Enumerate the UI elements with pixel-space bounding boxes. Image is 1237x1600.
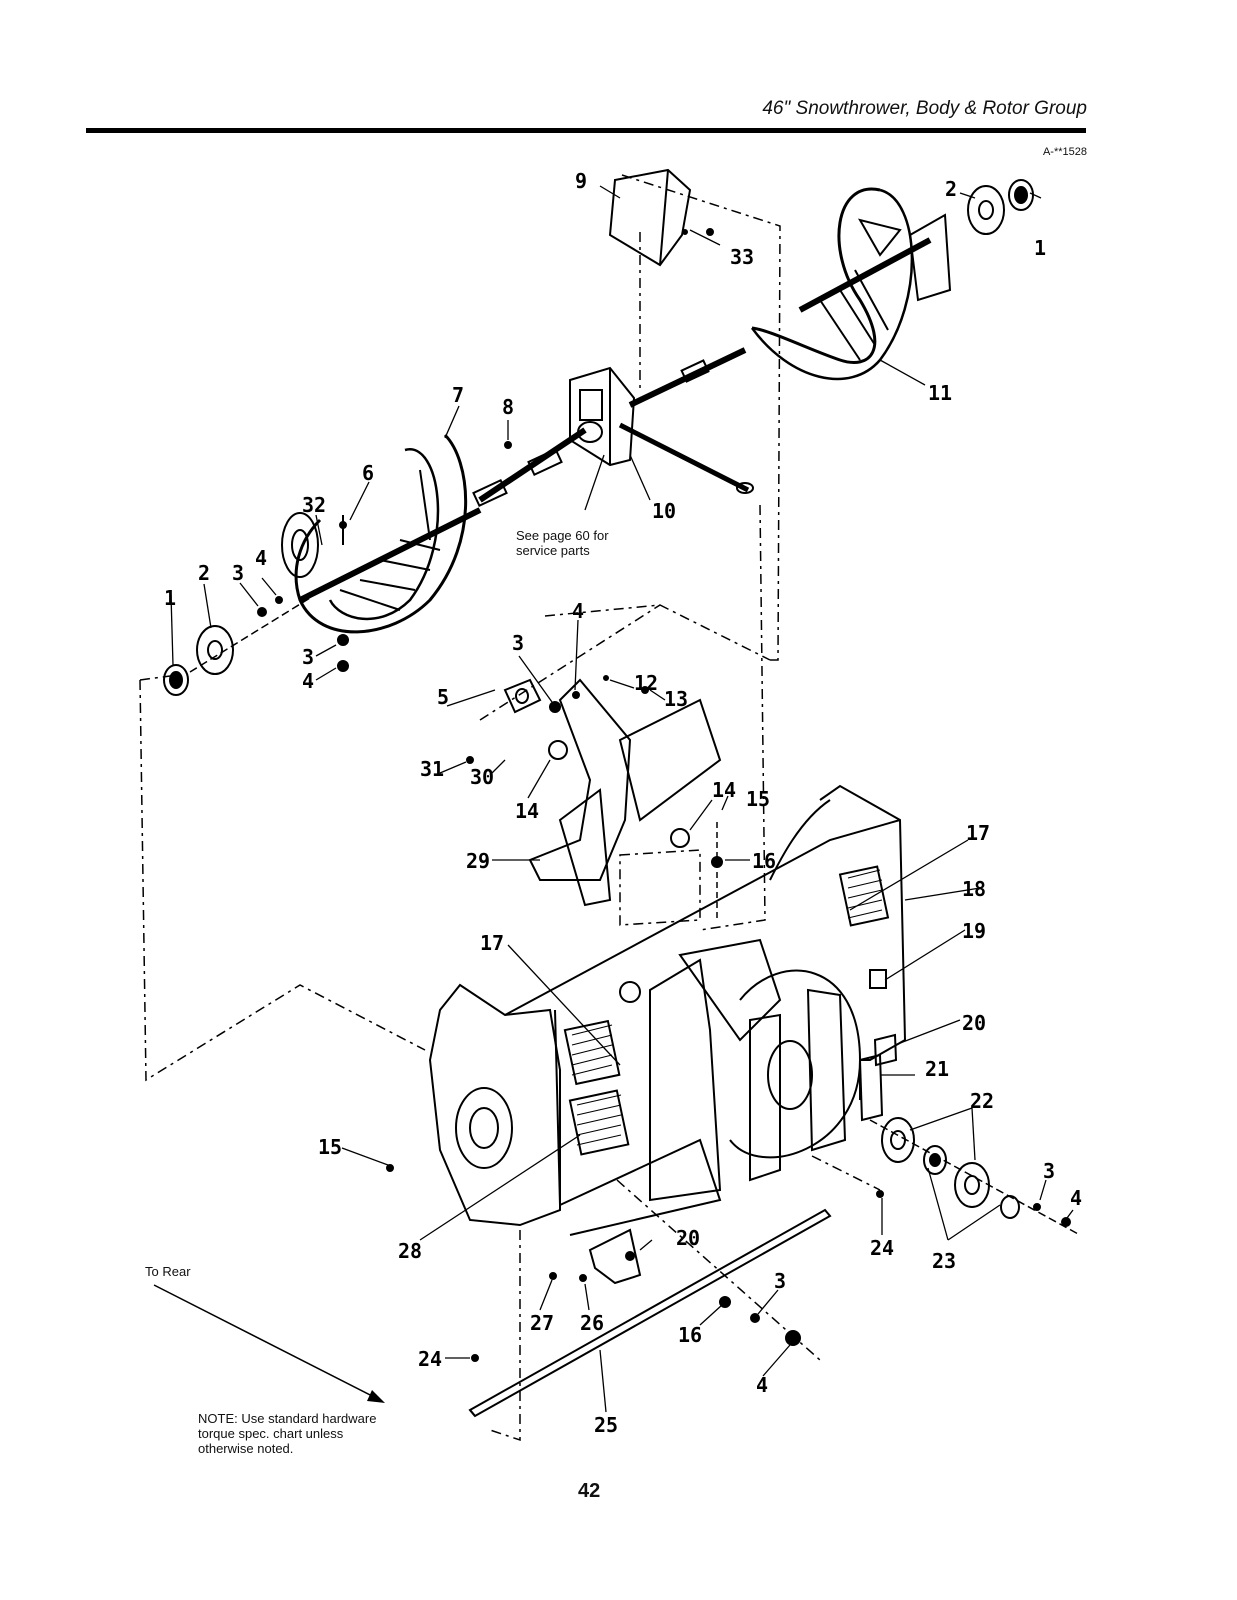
service-parts-note-line-2: service parts bbox=[516, 543, 590, 558]
part-17-decal-left bbox=[563, 1019, 621, 1086]
callout-12: 12 bbox=[634, 671, 658, 695]
callout-19: 19 bbox=[962, 919, 986, 943]
callout-24-right: 24 bbox=[870, 1236, 894, 1260]
callout-14-right: 14 bbox=[712, 778, 736, 802]
part-10-gearbox bbox=[569, 366, 636, 467]
callout-15-lower: 15 bbox=[318, 1135, 342, 1159]
rotor-shaft-left bbox=[472, 427, 587, 508]
part-7-auger-left bbox=[281, 433, 482, 634]
torque-note-line-2: torque spec. chart unless bbox=[198, 1426, 344, 1441]
to-rear-arrow bbox=[153, 1284, 385, 1403]
callout-4-bottom: 4 bbox=[756, 1373, 768, 1397]
callout-4-mid: 4 bbox=[302, 669, 314, 693]
to-rear-label: To Rear bbox=[145, 1264, 191, 1279]
callout-5: 5 bbox=[437, 685, 449, 709]
leader-lines bbox=[170, 185, 1074, 1413]
part-11-auger-right bbox=[750, 187, 952, 381]
part-17-decal-right bbox=[838, 865, 890, 927]
callout-9: 9 bbox=[575, 169, 587, 193]
callout-24-left: 24 bbox=[418, 1347, 442, 1371]
callout-11: 11 bbox=[928, 381, 952, 405]
callout-23: 23 bbox=[932, 1249, 956, 1273]
callout-20-bottom: 20 bbox=[676, 1226, 700, 1250]
callout-4-upper: 4 bbox=[572, 599, 584, 623]
part-30-bearing-plate bbox=[503, 678, 542, 714]
callout-30: 30 bbox=[470, 765, 494, 789]
part-2-flange-left bbox=[196, 625, 234, 675]
callout-21: 21 bbox=[925, 1057, 949, 1081]
callout-32: 32 bbox=[302, 493, 326, 517]
callout-27: 27 bbox=[530, 1311, 554, 1335]
callout-3-bottom: 3 bbox=[774, 1269, 786, 1293]
callout-14-left: 14 bbox=[515, 799, 539, 823]
part-1-bearing-right bbox=[1008, 179, 1034, 211]
callout-31: 31 bbox=[420, 757, 444, 781]
callout-4-left: 4 bbox=[255, 546, 267, 570]
drawing-reference-code: A-**1528 bbox=[1042, 146, 1087, 158]
callout-3-right: 3 bbox=[1043, 1159, 1055, 1183]
torque-note: NOTE: Use standard hardware torque spec.… bbox=[198, 1411, 438, 1456]
part-23-collar bbox=[1000, 1195, 1020, 1219]
callout-17-left: 17 bbox=[480, 931, 504, 955]
part-22-flange-inner bbox=[881, 1117, 915, 1163]
callout-20-right: 20 bbox=[962, 1011, 986, 1035]
page-title: 46" Snowthrower, Body & Rotor Group bbox=[762, 98, 1087, 119]
callout-15-upper: 15 bbox=[746, 787, 770, 811]
callout-3-mid: 3 bbox=[302, 645, 314, 669]
header-rule bbox=[86, 128, 1086, 133]
callout-6: 6 bbox=[362, 461, 374, 485]
callout-26: 26 bbox=[580, 1311, 604, 1335]
callout-29: 29 bbox=[466, 849, 490, 873]
callout-4-right: 4 bbox=[1070, 1186, 1082, 1210]
page-number: 42 bbox=[578, 1480, 601, 1502]
callout-16-upper: 16 bbox=[752, 849, 776, 873]
callout-2-left: 2 bbox=[198, 561, 210, 585]
callout-18: 18 bbox=[962, 877, 986, 901]
assembly-lines bbox=[139, 174, 881, 1442]
part-25-scraper-bar bbox=[468, 1208, 832, 1418]
callout-3-upper: 3 bbox=[512, 631, 524, 655]
callout-16-lower: 16 bbox=[678, 1323, 702, 1347]
part-19-decal bbox=[869, 969, 887, 989]
callout-13: 13 bbox=[664, 687, 688, 711]
callout-10: 10 bbox=[652, 499, 676, 523]
callout-22: 22 bbox=[970, 1089, 994, 1113]
service-parts-note: See page 60 for service parts bbox=[516, 528, 609, 558]
torque-note-line-1: NOTE: Use standard hardware bbox=[198, 1411, 377, 1426]
callout-7: 7 bbox=[452, 383, 464, 407]
part-20-bracket-bottom bbox=[588, 1228, 642, 1285]
callout-33: 33 bbox=[730, 245, 754, 269]
part-1-bearing-left bbox=[163, 664, 189, 696]
callout-1-left: 1 bbox=[164, 586, 176, 610]
torque-note-line-3: otherwise noted. bbox=[198, 1441, 294, 1456]
part-18-housing bbox=[428, 784, 907, 1236]
part-28-decal bbox=[568, 1089, 630, 1156]
part-9-cover bbox=[608, 168, 692, 267]
callout-2-right: 2 bbox=[945, 177, 957, 201]
part-23-bearing bbox=[923, 1145, 947, 1175]
hardware-fasteners bbox=[257, 228, 1071, 1362]
callout-17-right: 17 bbox=[966, 821, 990, 845]
callout-25: 25 bbox=[594, 1413, 618, 1437]
part-29-support-frame bbox=[528, 678, 722, 907]
part-14-spacer-left bbox=[548, 740, 568, 760]
part-14-spacer-right bbox=[670, 828, 690, 848]
callout-3-left: 3 bbox=[232, 561, 244, 585]
part-2-flange-right bbox=[967, 185, 1005, 235]
callout-8: 8 bbox=[502, 395, 514, 419]
rotor-shaft bbox=[618, 347, 754, 494]
callout-1-right: 1 bbox=[1034, 236, 1046, 260]
service-parts-note-line-1: See page 60 for bbox=[516, 528, 609, 543]
part-21-plate bbox=[858, 1053, 884, 1122]
callout-28: 28 bbox=[398, 1239, 422, 1263]
